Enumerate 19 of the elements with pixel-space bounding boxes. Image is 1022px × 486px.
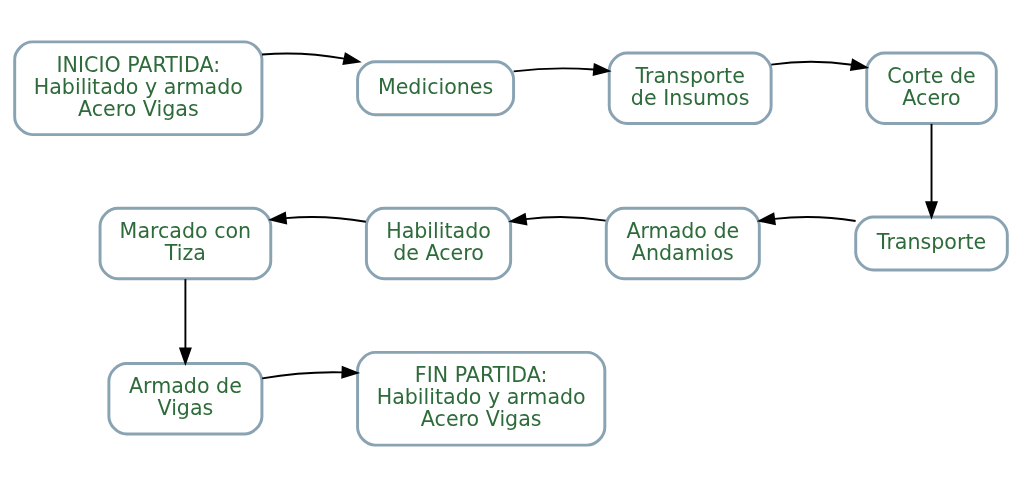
node-box: Armado de Andamios — [604, 206, 761, 280]
node-box: INICIO PARTIDA: Habilitado y armado Acero Vigas — [13, 39, 264, 136]
node-box: Habilitado de Acero — [364, 206, 513, 280]
arrow — [925, 122, 938, 220]
arrow — [770, 57, 870, 71]
arrow — [756, 211, 857, 225]
node-box: Transporte — [854, 215, 1009, 271]
node-box: Corte de Acero — [865, 50, 998, 125]
node-box: Mediciones — [356, 59, 516, 116]
arrow — [261, 365, 361, 379]
node-box: Marcado con Tiza — [98, 206, 273, 280]
arrow — [268, 211, 367, 225]
arrow — [512, 62, 612, 76]
arrow — [261, 51, 362, 65]
node-box: Armado de Vigas — [107, 361, 264, 436]
arrow — [178, 277, 192, 366]
arrow — [508, 212, 607, 225]
node-box: Transporte de Insumos — [607, 50, 773, 125]
node-box: FIN PARTIDA: Habilitado y armado Acero Vigas — [356, 350, 607, 447]
